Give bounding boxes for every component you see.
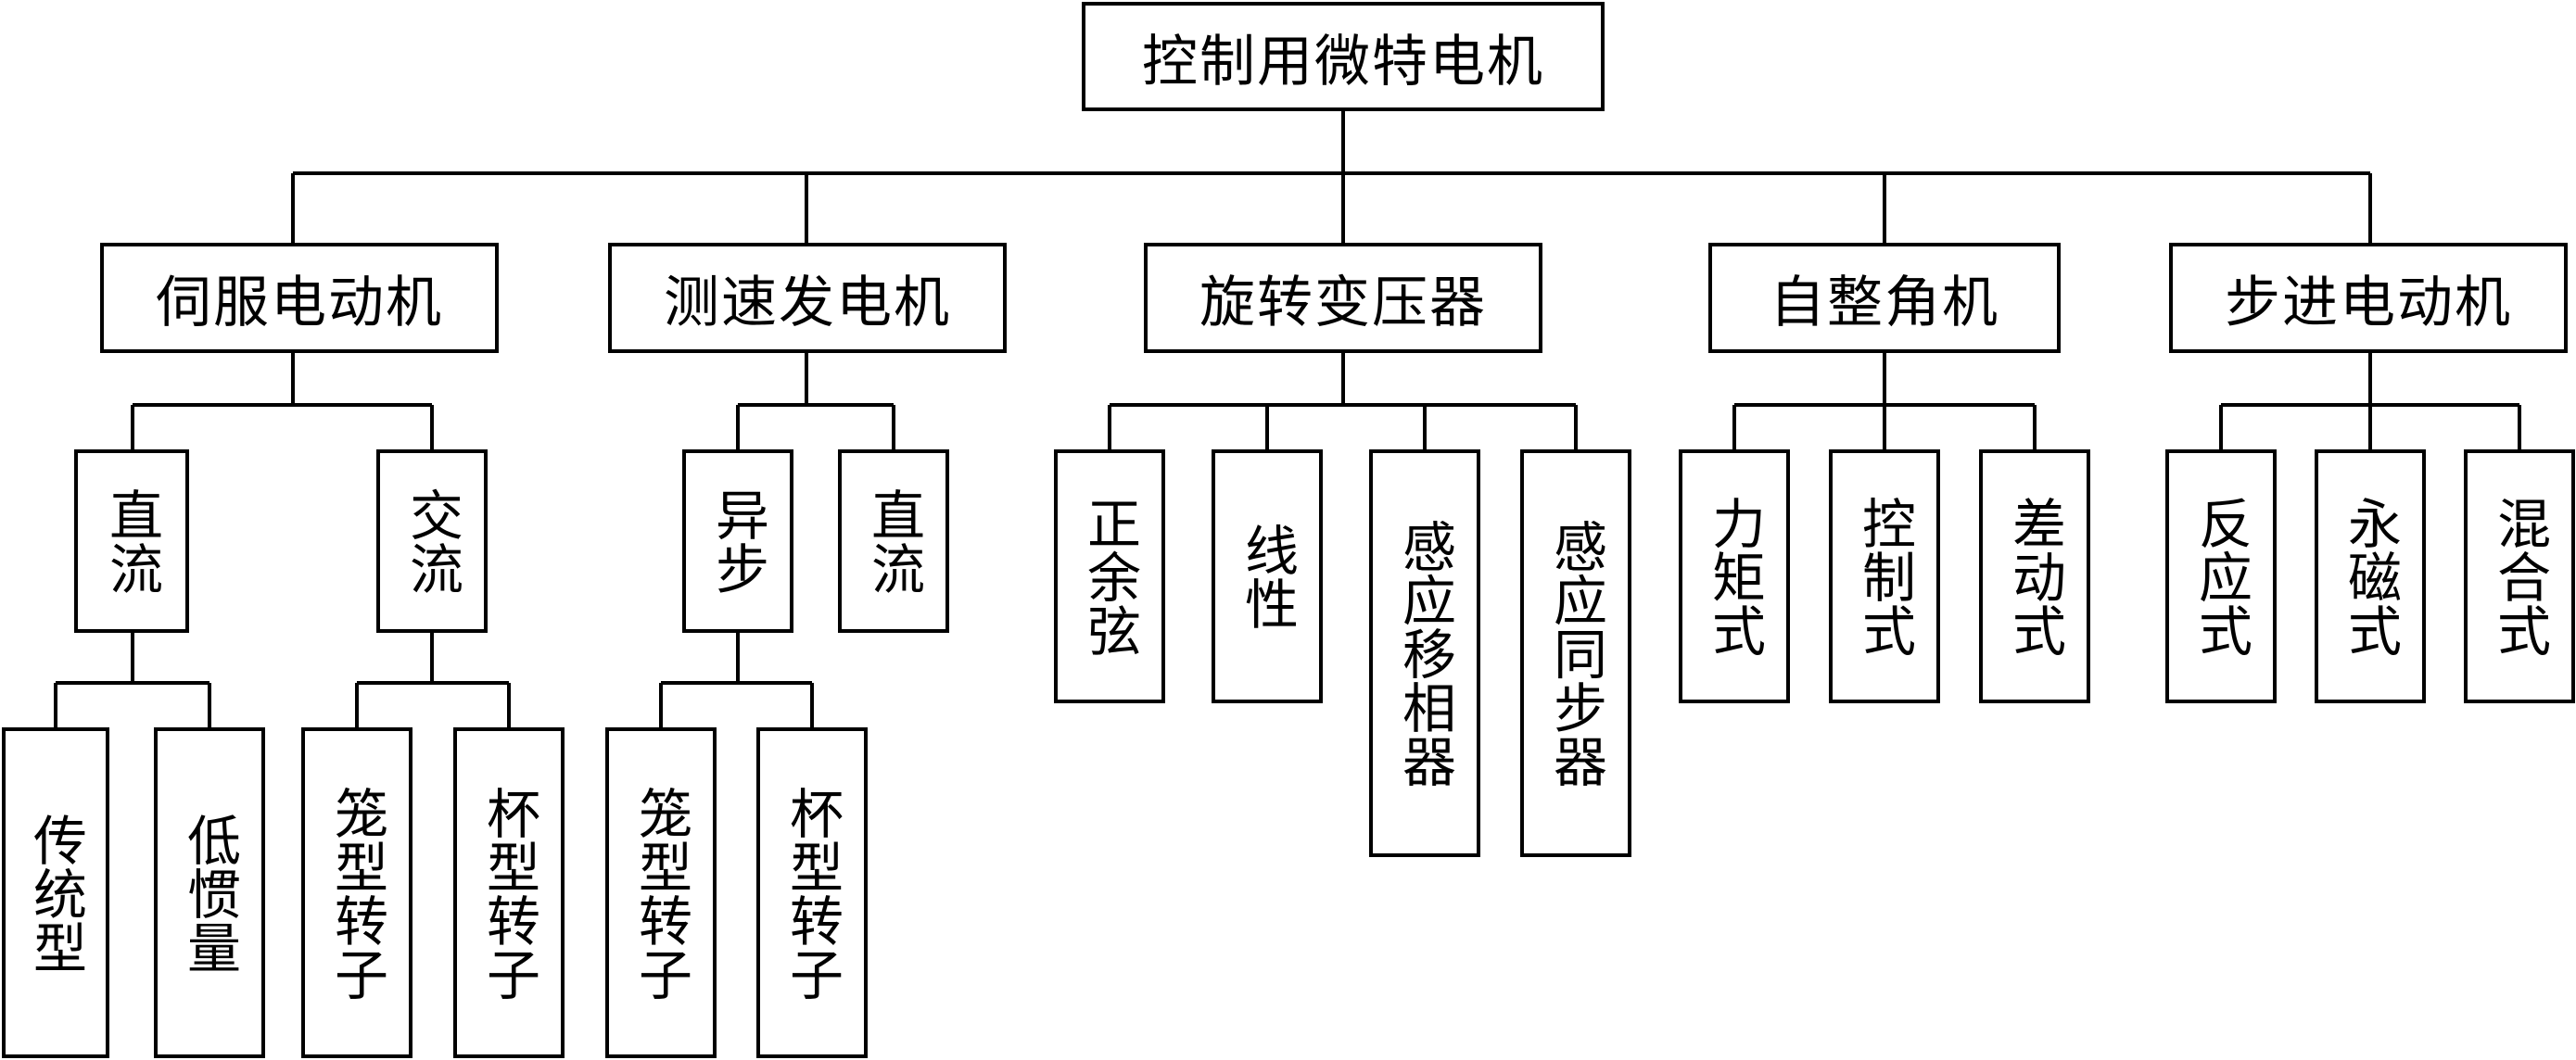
- node-selsyn: 自整角机: [1708, 243, 2061, 353]
- node-selsyn-differential: 差动式: [1979, 449, 2090, 703]
- node-dc-conventional: 传统型: [2, 727, 109, 1058]
- node-induction-phase-shifter: 感应移相器: [1369, 449, 1480, 857]
- node-tachogenerator: 测速发电机: [608, 243, 1007, 353]
- node-selsyn-control: 控制式: [1829, 449, 1940, 703]
- node-async-squirrel-cage-rotor: 笼型转子: [605, 727, 717, 1058]
- node-root: 控制用微特电机: [1082, 2, 1605, 111]
- node-tacho-async: 异步: [682, 449, 793, 633]
- node-inductosyn: 感应同步器: [1520, 449, 1631, 857]
- node-selsyn-torque: 力矩式: [1679, 449, 1790, 703]
- node-stepper-permanent-magnet: 永磁式: [2315, 449, 2426, 703]
- node-servo-ac: 交流: [376, 449, 488, 633]
- node-stepper-hybrid: 混合式: [2464, 449, 2575, 703]
- node-resolver: 旋转变压器: [1144, 243, 1542, 353]
- node-tacho-dc: 直流: [838, 449, 949, 633]
- node-servo-motor: 伺服电动机: [100, 243, 499, 353]
- node-async-cup-rotor: 杯型转子: [756, 727, 868, 1058]
- node-resolver-sincos: 正余弦: [1054, 449, 1165, 703]
- node-servo-dc: 直流: [74, 449, 189, 633]
- node-ac-cup-rotor: 杯型转子: [453, 727, 565, 1058]
- node-stepper-reactive: 反应式: [2165, 449, 2277, 703]
- node-stepper-motor: 步进电动机: [2169, 243, 2568, 353]
- node-resolver-linear: 线性: [1212, 449, 1323, 703]
- node-ac-squirrel-cage-rotor: 笼型转子: [301, 727, 412, 1058]
- node-dc-low-inertia: 低惯量: [154, 727, 265, 1058]
